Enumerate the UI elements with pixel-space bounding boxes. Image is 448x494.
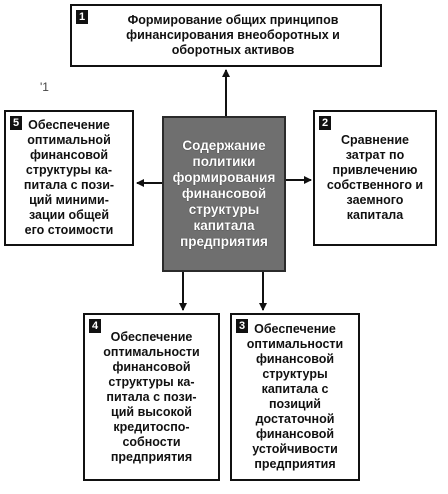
box-creditworthiness: 4 Обеспечение оптимальности финансовой с… [83, 313, 220, 481]
box-3-label: Обеспечение оптимальности финансовой стр… [246, 322, 344, 471]
box-1-label: Формирование общих принципов финансирова… [126, 13, 340, 57]
box-cost-minimization: 5 Обеспечение оптимальной финансовой стр… [4, 110, 134, 246]
box-financial-stability: 3 Обеспечение оптимальности финансовой с… [230, 313, 360, 481]
number-badge-4: 4 [89, 319, 101, 333]
box-general-principles: 1 Формирование общих принципов финансиро… [70, 4, 382, 67]
number-badge-2: 2 [319, 116, 331, 130]
box-4-label: Обеспечение оптимальности финансовой стр… [103, 329, 200, 464]
box-5-label: Обеспечение оптимальной финансовой струк… [23, 118, 115, 237]
box-cost-comparison: 2 Сравнение затрат по привлечению собств… [313, 110, 437, 246]
box-2-label: Сравнение затрат по привлечению собствен… [326, 133, 424, 222]
center-box-policy-content: Содержание политики формирования финансо… [162, 116, 286, 272]
number-badge-5: 5 [10, 116, 22, 130]
center-box-label: Содержание политики формирования финансо… [172, 138, 276, 249]
stray-mark: '1 [40, 80, 49, 94]
number-badge-3: 3 [236, 319, 248, 333]
number-badge-1: 1 [76, 10, 88, 24]
